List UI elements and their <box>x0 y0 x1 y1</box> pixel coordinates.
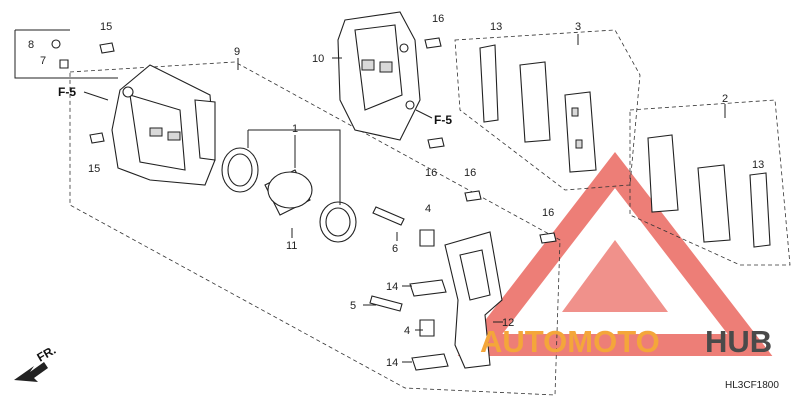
assembly-outlines <box>14 29 791 396</box>
leader-lines <box>237 34 726 363</box>
label-16-a: 16 <box>432 13 444 25</box>
label-13-lower: 13 <box>752 159 764 171</box>
label-5: 5 <box>350 300 356 312</box>
front-label: FR. <box>35 343 59 365</box>
label-9: 9 <box>234 46 240 58</box>
ref-f5-left: F-5 <box>58 85 76 99</box>
reference-labels: F-5 F-5 <box>58 85 452 127</box>
pad-clips <box>409 279 449 371</box>
label-13-upper: 13 <box>490 21 502 33</box>
front-arrow-icon: FR. <box>14 343 58 382</box>
caliper-bracket-upper <box>337 11 421 141</box>
ref-f5-right: F-5 <box>434 113 452 127</box>
label-4-lower: 4 <box>404 325 410 337</box>
pins-and-boots <box>369 206 435 337</box>
brake-pads-set-2 <box>647 134 771 248</box>
diagram-code: HL3CF1800 <box>725 380 779 391</box>
label-15-upper: 15 <box>100 21 112 33</box>
label-14-upper: 14 <box>386 281 398 293</box>
label-6: 6 <box>392 243 398 255</box>
label-4-upper: 4 <box>425 203 431 215</box>
piston-seals <box>221 147 357 243</box>
label-3: 3 <box>575 21 581 33</box>
label-10: 10 <box>312 53 324 65</box>
label-11: 11 <box>286 240 297 252</box>
label-1: 1 <box>292 123 298 135</box>
label-16-b: 16 <box>425 167 437 179</box>
label-2: 2 <box>722 93 728 105</box>
watermark-text-2: HUB <box>705 324 772 359</box>
watermark-text-1: AUTOMOTO <box>480 324 660 359</box>
label-7: 7 <box>40 55 46 67</box>
label-16-c: 16 <box>464 167 476 179</box>
part-labels: 1 2 3 4 4 5 6 7 8 9 10 11 12 13 13 14 14… <box>28 13 764 369</box>
watermark: AUTOMOTO HUB <box>480 324 772 359</box>
caliper-bracket-lower <box>444 231 503 369</box>
brake-pads-set-3 <box>479 44 597 173</box>
label-8: 8 <box>28 39 34 51</box>
label-12: 12 <box>502 317 514 329</box>
bolts <box>51 37 557 244</box>
label-14-lower: 14 <box>386 357 398 369</box>
label-15-lower: 15 <box>88 163 100 175</box>
label-16-d: 16 <box>542 207 554 219</box>
caliper-body <box>111 64 216 186</box>
watermark-logo-icon <box>457 151 773 356</box>
